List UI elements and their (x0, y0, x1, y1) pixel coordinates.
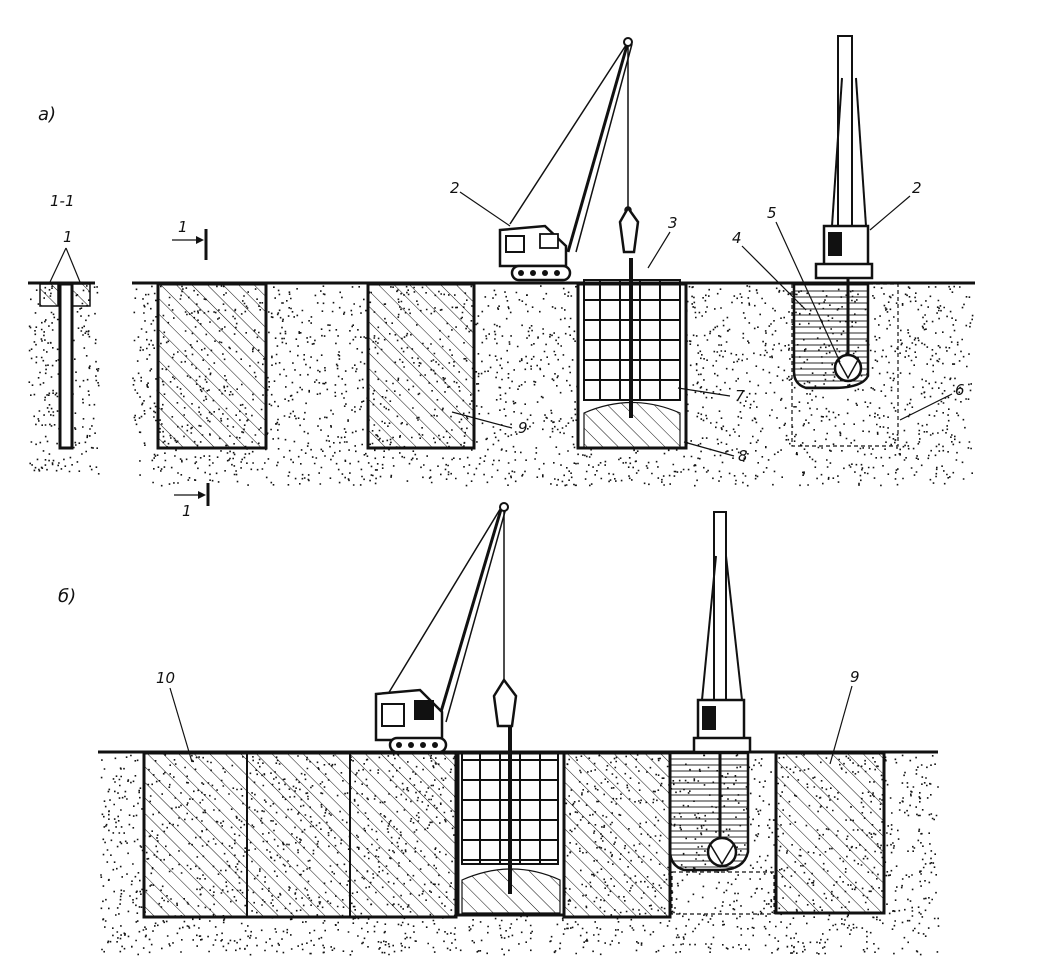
clamshell-grab-a (833, 353, 863, 383)
svg-text:1: 1 (178, 218, 188, 236)
callout-5: 5 (767, 204, 777, 222)
crawler-crane-b (374, 502, 518, 754)
callout-8: 8 (738, 447, 748, 465)
trench-rig-b (692, 511, 752, 754)
section-label: 1-1 (50, 192, 75, 210)
callout-9-a: 9 (518, 419, 528, 437)
cage-panel-a (576, 258, 688, 450)
excavation-trench-b (668, 736, 775, 915)
concrete-wall-continuous (142, 751, 458, 919)
callout-7: 7 (735, 387, 745, 405)
svg-text:1: 1 (182, 502, 192, 520)
callout-4: 4 (732, 229, 742, 247)
clamshell-grab-b (706, 836, 738, 868)
section-1-1: 1-1 1 (28, 192, 95, 450)
callout-6: 6 (955, 381, 965, 399)
crawler-crane-a (498, 37, 640, 282)
callout-2-rig: 2 (912, 179, 922, 197)
concrete-wall-segment-3 (774, 751, 886, 915)
callout-10: 10 (156, 669, 175, 687)
soil-panel-b (100, 754, 940, 956)
guide-wall-left (39, 283, 59, 307)
callout-1: 1 (63, 228, 73, 246)
trench-section (58, 282, 74, 450)
cage-panel-b (456, 724, 566, 917)
panel-a: а) 1-1 1 1 1 9 (28, 35, 975, 520)
concrete-panel-2 (366, 282, 476, 450)
callout-3: 3 (668, 214, 678, 232)
excavation-trench-a (791, 268, 899, 447)
section-mark-bottom: 1 (174, 483, 210, 520)
trench-rig-a (814, 35, 874, 280)
panel-b: б) (58, 502, 938, 919)
section-mark-top: 1 (172, 218, 208, 260)
callout-2-crane: 2 (450, 179, 460, 197)
concrete-panel-1 (156, 282, 268, 450)
panel-a-label: а) (38, 104, 56, 125)
panel-b-label: б) (58, 586, 76, 607)
callout-9-b: 9 (850, 668, 860, 686)
concrete-wall-segment-2 (562, 751, 672, 919)
guide-wall-right (71, 283, 91, 307)
